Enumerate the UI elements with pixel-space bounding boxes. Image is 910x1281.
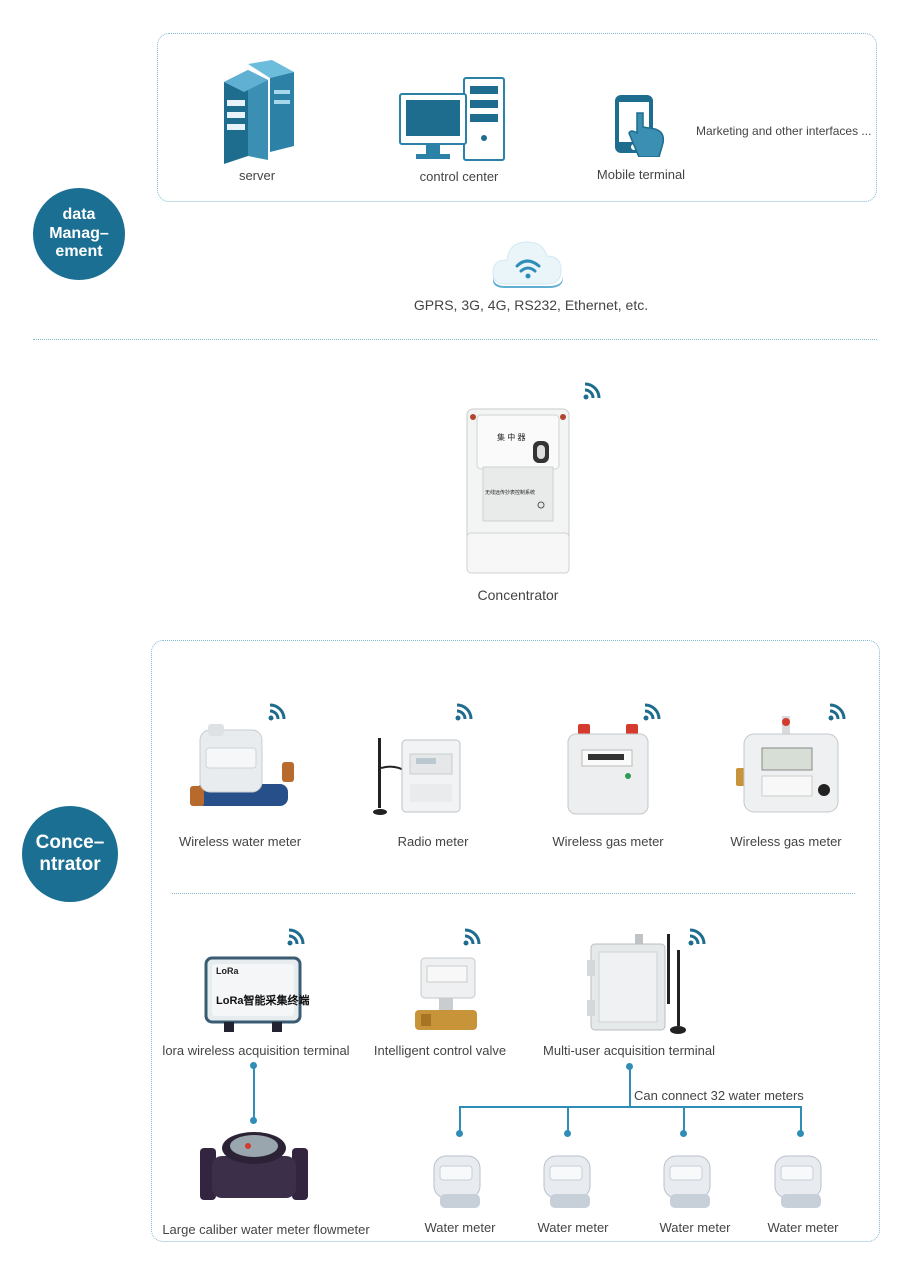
wifi-icon bbox=[828, 703, 846, 721]
mobile-terminal-caption: Mobile terminal bbox=[596, 167, 686, 182]
connector-line bbox=[459, 1106, 801, 1108]
wireless-gas-meter-caption-1: Wireless gas meter bbox=[552, 834, 664, 849]
lora-brand-label: LoRa bbox=[216, 966, 239, 976]
control-valve-image bbox=[415, 957, 477, 1030]
water-meter-image bbox=[543, 1155, 591, 1208]
wireless-heat-meter-image bbox=[736, 716, 839, 813]
network-caption: GPRS, 3G, 4G, RS232, Ethernet, etc. bbox=[413, 297, 649, 313]
connector-line bbox=[459, 1106, 461, 1132]
water-meter-caption: Water meter bbox=[767, 1220, 839, 1235]
wifi-icon bbox=[643, 703, 661, 721]
wireless-water-meter-image bbox=[190, 724, 294, 806]
control-center-caption: control center bbox=[419, 169, 499, 184]
water-meter-image bbox=[663, 1155, 711, 1208]
marketing-caption: Marketing and other interfaces ... bbox=[696, 124, 872, 138]
lora-terminal-image bbox=[204, 956, 302, 1032]
cloud-wifi-icon bbox=[492, 241, 563, 288]
server-caption: server bbox=[238, 168, 276, 183]
wireless-gas-meter-image bbox=[567, 724, 649, 815]
connector-line bbox=[253, 1065, 255, 1121]
radio-meter-image bbox=[373, 738, 461, 815]
wifi-icon bbox=[287, 928, 305, 946]
control-valve-caption: Intelligent control valve bbox=[373, 1043, 507, 1058]
wifi-icon bbox=[463, 928, 481, 946]
connector-dot bbox=[564, 1130, 571, 1137]
concentrator-device-image bbox=[466, 408, 570, 574]
computer-icon bbox=[399, 77, 505, 161]
connector-dot bbox=[680, 1130, 687, 1137]
water-meter-image bbox=[774, 1155, 822, 1208]
water-meter-image bbox=[433, 1155, 481, 1208]
connector-line bbox=[800, 1106, 802, 1132]
large-caliber-caption: Large caliber water meter flowmeter bbox=[162, 1222, 370, 1237]
server-icon bbox=[224, 60, 294, 164]
wireless-water-meter-caption: Wireless water meter bbox=[178, 834, 302, 849]
connector-dot bbox=[797, 1130, 804, 1137]
mobile-icon bbox=[615, 95, 665, 157]
large-caliber-meter-image bbox=[200, 1132, 308, 1200]
water-meter-caption: Water meter bbox=[424, 1220, 496, 1235]
wireless-gas-meter-caption-2: Wireless gas meter bbox=[730, 834, 842, 849]
section-divider-inner bbox=[172, 893, 855, 894]
connector-line bbox=[683, 1106, 685, 1132]
wifi-icon bbox=[268, 703, 286, 721]
management-section-label: data Manag– ement bbox=[33, 188, 125, 280]
concentrator-device-subtitle: 无线远传抄表控制系统 bbox=[485, 490, 536, 496]
radio-meter-caption: Radio meter bbox=[397, 834, 469, 849]
concentrator-device-title: 集 中 器 bbox=[497, 433, 526, 442]
water-meter-caption: Water meter bbox=[659, 1220, 731, 1235]
water-meter-caption: Water meter bbox=[537, 1220, 609, 1235]
wifi-icon bbox=[455, 703, 473, 721]
field-devices-box bbox=[151, 640, 880, 1242]
wifi-icon bbox=[688, 928, 706, 946]
concentrator-caption: Concentrator bbox=[477, 587, 559, 603]
connector-line bbox=[567, 1106, 569, 1132]
connect-note: Can connect 32 water meters bbox=[634, 1088, 804, 1103]
connector-dot bbox=[250, 1117, 257, 1124]
section-divider-top bbox=[33, 339, 877, 340]
wifi-icon bbox=[583, 382, 601, 400]
management-box bbox=[157, 33, 877, 202]
multi-user-terminal-image bbox=[587, 934, 686, 1034]
connector-line bbox=[629, 1066, 631, 1106]
connector-dot bbox=[456, 1130, 463, 1137]
lora-chinese-label: LoRa智能采集终端 bbox=[216, 995, 310, 1007]
lora-terminal-caption: lora wireless acquisition terminal bbox=[162, 1043, 350, 1058]
multi-user-terminal-caption: Multi-user acquisition terminal bbox=[543, 1043, 715, 1058]
concentrator-section-label: Conce– ntrator bbox=[22, 806, 118, 902]
